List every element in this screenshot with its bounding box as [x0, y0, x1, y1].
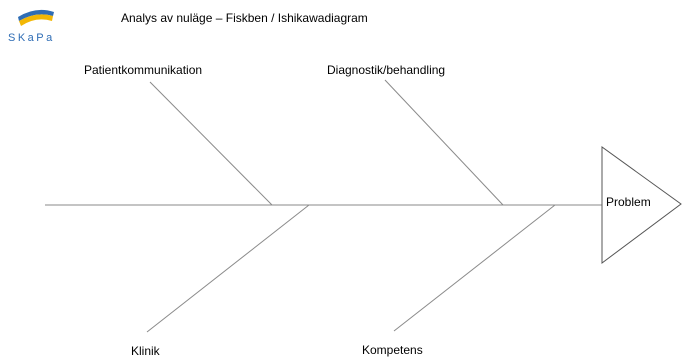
skapa-logo-icon [18, 9, 54, 26]
fish-head-triangle [601, 146, 682, 264]
problem-label: Problem [606, 195, 651, 209]
category-label-patientkommunikation: Patientkommunikation [84, 63, 203, 77]
logo-wordmark: SKaPa [8, 32, 55, 44]
category-label-kompetens: Kompetens [362, 343, 423, 357]
bone-kompetens [393, 204, 556, 332]
bone-patientkommunikation [149, 81, 273, 206]
bone-klinik [146, 204, 310, 333]
category-label-klinik: Klinik [131, 344, 160, 358]
page-title: Analys av nuläge – Fiskben / Ishikawadia… [121, 11, 368, 25]
category-label-diagnostik: Diagnostik/behandling [327, 63, 446, 77]
bone-diagnostik [384, 79, 504, 206]
skapa-logo: SKaPa [8, 8, 64, 48]
